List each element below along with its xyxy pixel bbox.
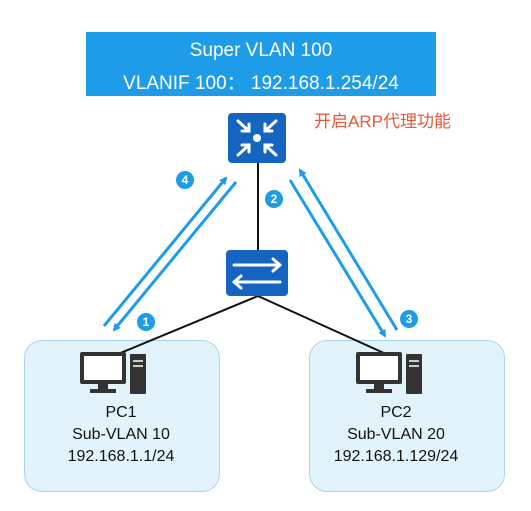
arp-proxy-note: 开启ARP代理功能: [314, 112, 451, 131]
step-badge-2: 2: [265, 190, 283, 208]
pc-icon: [80, 352, 146, 394]
arrow-step-4: [102, 176, 228, 327]
pc1-ip: 192.168.1.1/24: [67, 448, 175, 465]
step-badge-4: 4: [176, 171, 194, 189]
pc1-name: PC1: [105, 404, 137, 421]
l2-switch-icon: [226, 250, 288, 296]
arrow-step-3: [298, 168, 399, 331]
link-access-to-pc2: [257, 295, 387, 355]
pc2-ip: 192.168.1.129/24: [333, 448, 459, 465]
arrow-step-1: [112, 181, 238, 332]
pc1-label: PC1 Sub-VLAN 10 192.168.1.1/24: [24, 402, 218, 468]
super-vlan-banner: Super VLAN 100 VLANIF 100： 192.168.1.254…: [86, 32, 436, 96]
pc2-vlan: Sub-VLAN 20: [347, 426, 445, 443]
vlanif-address: VLANIF 100： 192.168.1.254/24: [123, 73, 399, 94]
arrow-step-2: [288, 179, 387, 338]
pc1-vlan: Sub-VLAN 10: [72, 426, 170, 443]
step-badge-3: 3: [400, 310, 418, 328]
super-vlan-title: Super VLAN 100: [189, 40, 333, 61]
link-access-to-pc1: [117, 295, 259, 355]
l3-switch-icon: [228, 113, 286, 163]
pc2-name: PC2: [380, 404, 412, 421]
step-badge-1: 1: [137, 313, 155, 331]
pc-icon: [356, 352, 422, 394]
pc2-label: PC2 Sub-VLAN 20 192.168.1.129/24: [299, 402, 493, 468]
